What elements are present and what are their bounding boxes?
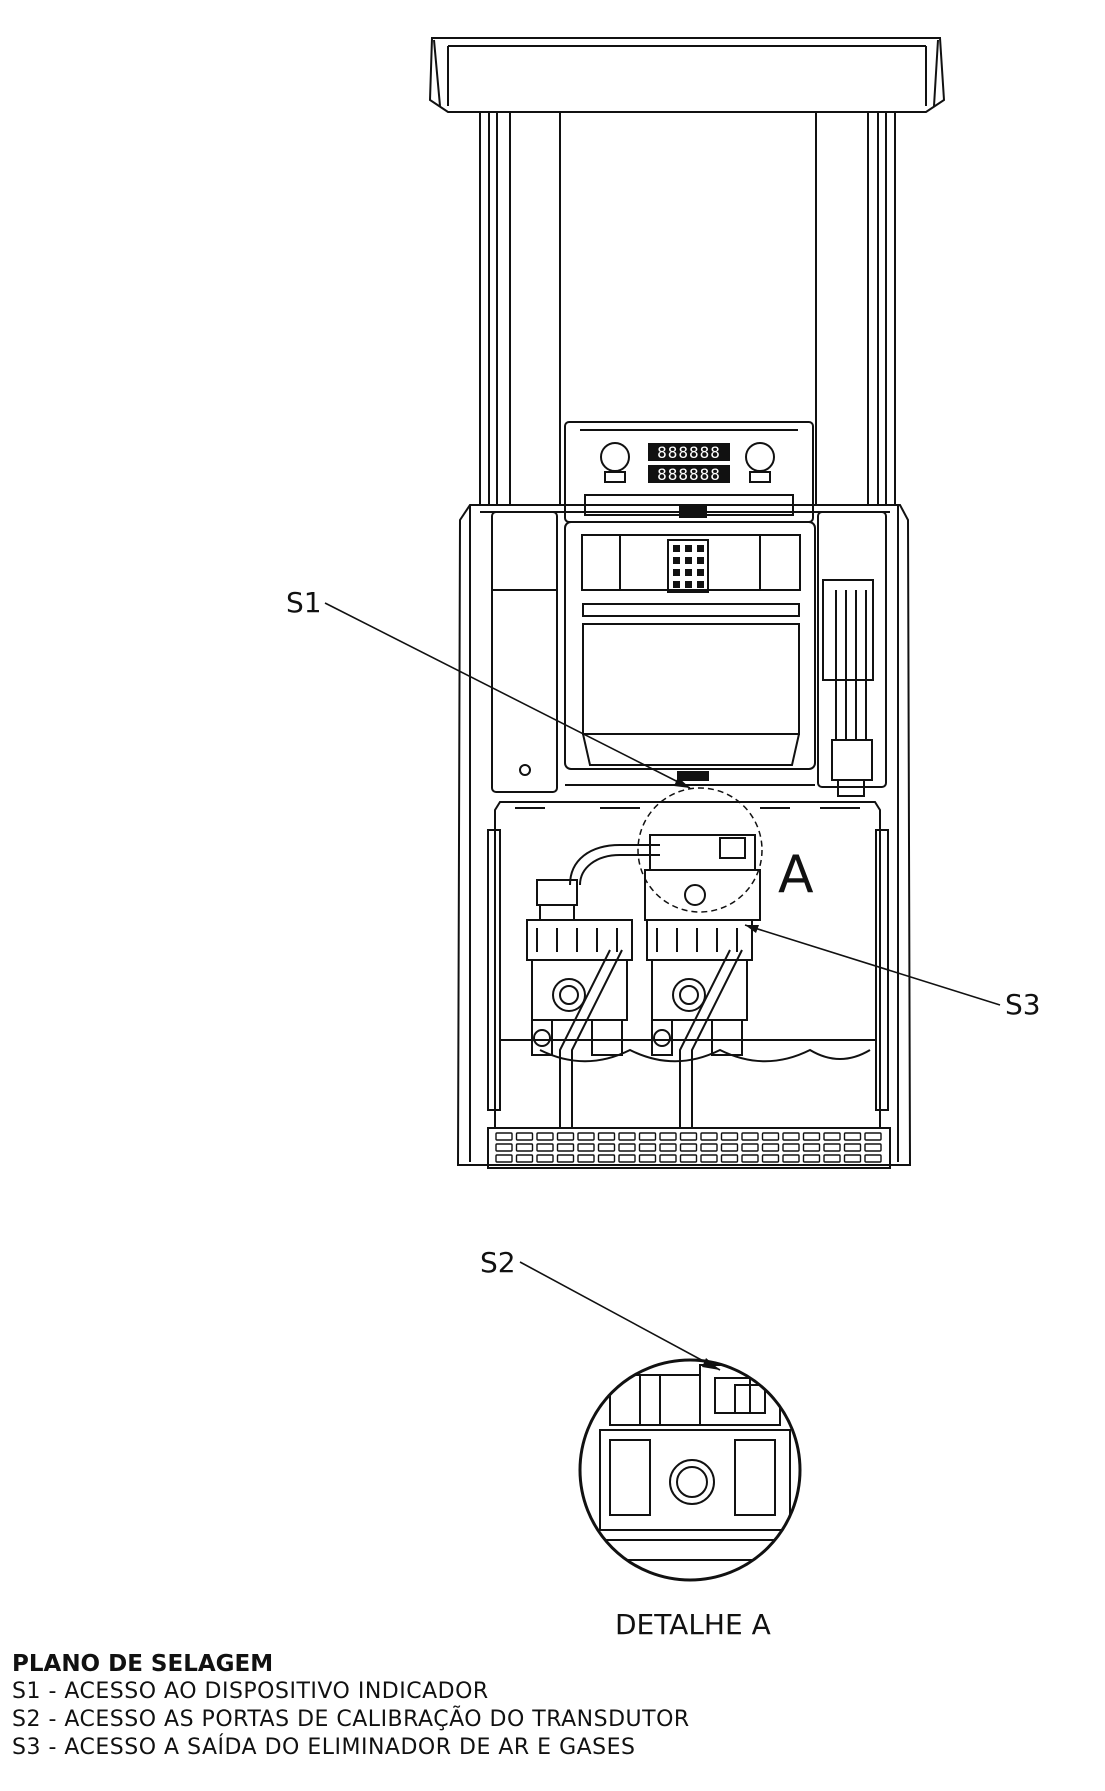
- dispenser-body: [456, 504, 912, 1166]
- hydraulic-compartment: [487, 801, 889, 1129]
- display-upper-digits: 888888: [657, 443, 721, 462]
- s3-label: S3: [1005, 988, 1041, 1021]
- s3-arrowhead: [745, 925, 759, 933]
- legend-item-s3: S3 - ACESSO A SAÍDA DO ELIMINADOR DE AR …: [12, 1735, 636, 1760]
- sealing-plan-legend: PLANO DE SELAGEM S1 - ACESSO AO DISPOSIT…: [12, 1650, 690, 1762]
- s1-label: S1: [286, 586, 322, 619]
- dispenser-columns: [479, 112, 896, 505]
- s1-arrowhead: [674, 777, 690, 788]
- display-lower-digits: 888888: [657, 465, 721, 484]
- legend-item-s1: S1 - ACESSO AO DISPOSITIVO INDICADOR: [12, 1679, 489, 1704]
- detail-a-view: [578, 1358, 802, 1582]
- detail-a-circle: [637, 787, 763, 913]
- legend-item-s2: S2 - ACESSO AS PORTAS DE CALIBRAÇÃO DO T…: [12, 1707, 690, 1732]
- s2-label: S2: [480, 1246, 516, 1279]
- detail-caption: DETALHE A: [615, 1608, 771, 1641]
- meter-units: [526, 834, 761, 1056]
- dispenser-head: [564, 421, 816, 786]
- grille-slots: [495, 1132, 882, 1163]
- dispenser-canopy: [428, 37, 946, 113]
- price-display: 888888: [648, 465, 730, 484]
- callout-leaders: [324, 602, 1001, 1371]
- volume-display: 888888: [648, 443, 730, 462]
- fuel-pipes: [559, 844, 743, 1128]
- detail-a-marker: A: [778, 845, 814, 905]
- legend-title: PLANO DE SELAGEM: [12, 1651, 274, 1677]
- base-grille: [487, 1127, 891, 1169]
- keypad: [667, 539, 709, 593]
